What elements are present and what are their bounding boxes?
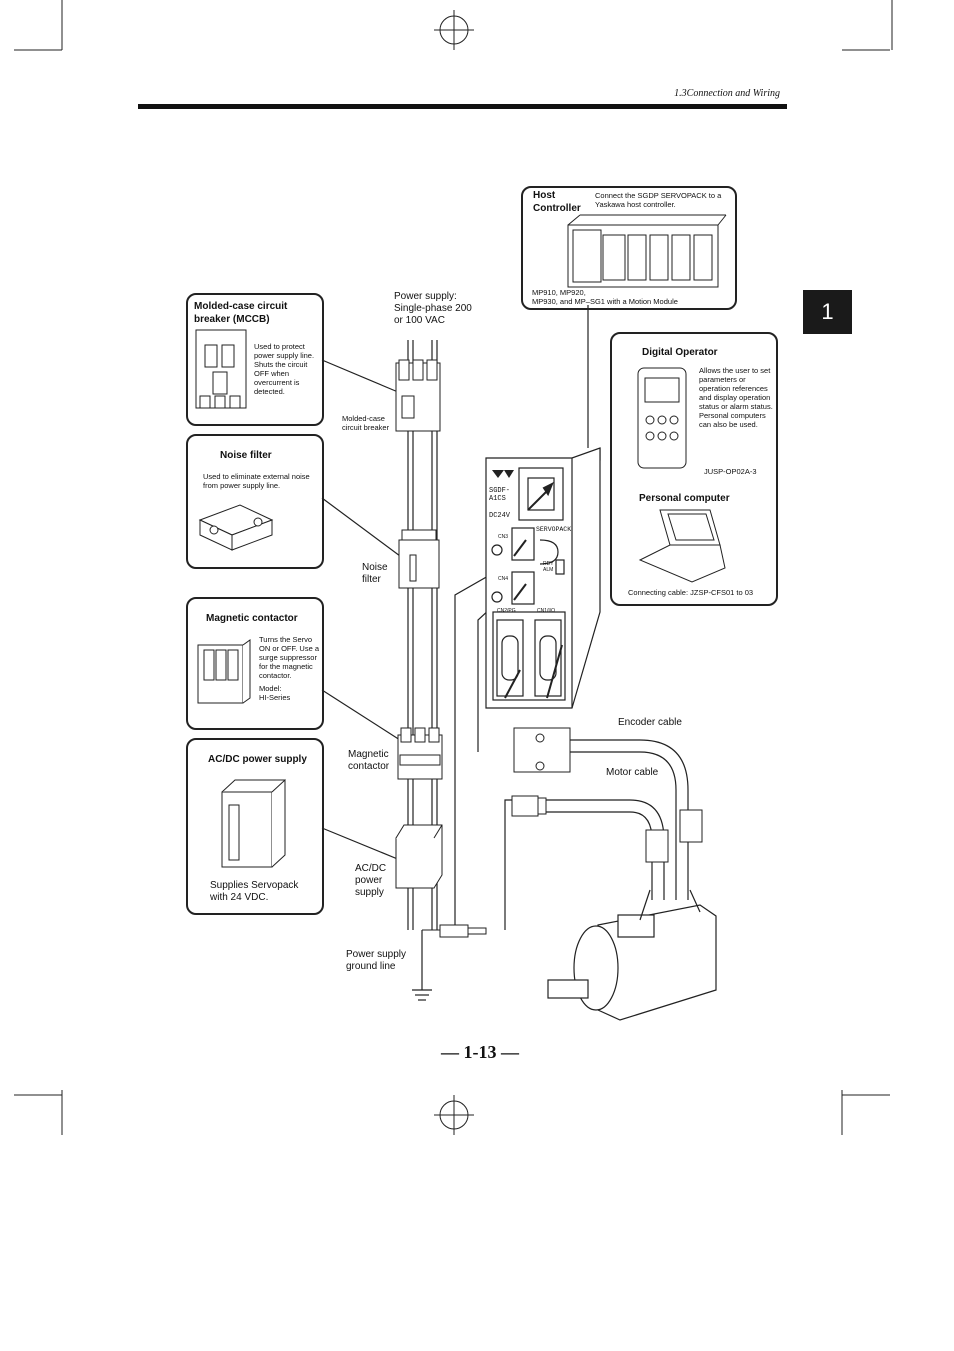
mccb-on-line bbox=[395, 359, 441, 432]
digital-operator-box bbox=[610, 332, 778, 606]
arrows bbox=[504, 481, 563, 699]
servopack-brand: SERVOPACK bbox=[536, 526, 572, 533]
cn4-label: CN4 bbox=[498, 576, 509, 582]
acdc-title: AC/DC power supply bbox=[208, 754, 307, 765]
mccb-picture bbox=[195, 329, 247, 409]
contactor-title: Magnetic contactor bbox=[206, 613, 298, 624]
cable-clamps bbox=[645, 809, 703, 863]
acdc-label: AC/DC power supply bbox=[355, 863, 387, 898]
cn3-label: CN3 bbox=[498, 534, 509, 540]
noise-filter-picture bbox=[198, 504, 274, 551]
digital-operator-picture bbox=[637, 367, 687, 469]
contactor-label: Magnetic contactor bbox=[348, 749, 390, 772]
mccb-box bbox=[186, 293, 324, 426]
host-desc: Connect the SGDP SERVOPACK to a Yaskawa … bbox=[595, 191, 722, 209]
page-number: — 1-13 — bbox=[441, 1042, 519, 1062]
motor-connector bbox=[511, 795, 547, 817]
personal-computer-picture bbox=[638, 509, 726, 583]
rdy-label: RDY bbox=[543, 561, 554, 567]
acdc-desc: Supplies Servopack with 24 VDC. bbox=[210, 880, 299, 903]
section-header: 1.3Connection and Wiring bbox=[674, 88, 780, 99]
cn2-label: CN2/PG bbox=[497, 608, 516, 614]
host-controller-box bbox=[521, 186, 737, 310]
noise-filter-box bbox=[186, 434, 324, 569]
power-supply-label: Power supply: Single-phase 200 or 100 VA… bbox=[394, 291, 472, 326]
crop-marks bbox=[14, 0, 893, 1135]
encoder-connector bbox=[513, 727, 571, 773]
contactor-box bbox=[186, 597, 324, 730]
servopack-model: SGDF- A1CS bbox=[489, 487, 511, 503]
servopack-body bbox=[485, 447, 601, 709]
operator-model: JUSP-OP02A-3 bbox=[704, 467, 757, 476]
noise-desc: Used to eliminate external noise from po… bbox=[203, 472, 310, 490]
servo-motor bbox=[547, 889, 717, 1021]
operator-desc: Allows the user to set parameters or ope… bbox=[699, 366, 773, 429]
acdc-box bbox=[186, 738, 324, 915]
ground-connector bbox=[422, 924, 487, 938]
cn1-label: CN1/I/O bbox=[537, 608, 556, 614]
pc-cable: Connecting cable: JZSP-CFS01 to 03 bbox=[628, 588, 754, 597]
motor-cable bbox=[540, 799, 665, 900]
header-rule bbox=[138, 104, 787, 109]
noise-filter-on-line bbox=[398, 529, 440, 589]
servopack-voltage: DC24V bbox=[489, 512, 511, 520]
contactor-picture bbox=[197, 639, 251, 704]
encoder-cable-label: Encoder cable bbox=[618, 717, 682, 728]
host-controller-picture bbox=[567, 214, 727, 288]
alm-label: ALM bbox=[543, 567, 554, 573]
yaskawa-logo bbox=[492, 470, 514, 478]
noise-title: Noise filter bbox=[220, 450, 272, 461]
acdc-on-line bbox=[395, 824, 443, 889]
pc-title: Personal computer bbox=[639, 493, 730, 504]
chapter-tab: 1 bbox=[803, 290, 852, 334]
operator-title: Digital Operator bbox=[642, 347, 718, 358]
acdc-picture bbox=[221, 778, 286, 868]
mccb-title: Molded-case circuit breaker (MCCB) bbox=[194, 301, 288, 325]
encoder-cable bbox=[570, 739, 689, 900]
contactor-on-line bbox=[397, 727, 443, 780]
contactor-desc: Turns the Servo ON or OFF. Use a surge s… bbox=[259, 635, 320, 702]
motor-cable-label: Motor cable bbox=[606, 767, 659, 778]
noise-filter-label: Noise filter bbox=[362, 562, 388, 585]
mccb-small-label: Molded-case circuit breaker bbox=[342, 414, 390, 432]
host-title: Host Controller bbox=[533, 190, 581, 214]
host-models: MP910, MP920, MP930, and MP–SG1 with a M… bbox=[532, 288, 678, 306]
mccb-desc: Used to protect power supply line. Shuts… bbox=[254, 342, 315, 396]
ground-label: Power supply ground line bbox=[346, 949, 407, 972]
